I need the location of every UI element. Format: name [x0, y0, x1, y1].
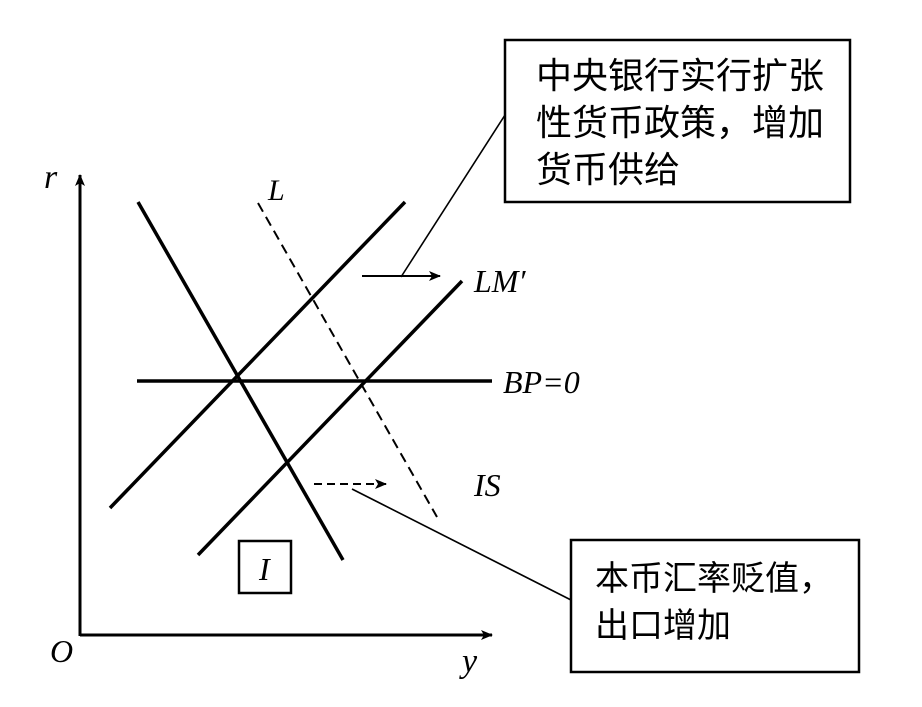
monetary-callout-text: 中央银行实行扩张 性货币政策，增加 货币供给: [536, 56, 835, 191]
monetary-callout-line-1: 中央银行实行扩张: [536, 56, 824, 97]
x-axis-label: y: [459, 643, 478, 680]
monetary-callout-line-3: 货币供给: [536, 150, 680, 191]
exchange-callout-box: [569, 538, 861, 674]
region-box-label: I: [258, 551, 271, 587]
bp-label: BP=0: [503, 364, 580, 400]
y-axis-label: r: [44, 159, 58, 196]
lm-curve: [108, 200, 407, 510]
is-label: IS: [473, 467, 501, 503]
exchange-callout-line-2: 出口增加: [595, 606, 731, 646]
monetary-callout-pointer: [400, 114, 506, 278]
region-box: [237, 539, 293, 595]
monetary-callout-box: [503, 38, 852, 204]
lm-prime-curve: [196, 279, 464, 557]
exchange-callout-text: 本币汇率贬值， 出口增加: [595, 559, 844, 646]
origin-label: O: [50, 633, 73, 669]
exchange-callout-line-1: 本币汇率贬值，: [595, 559, 833, 599]
monetary-callout-line-2: 性货币政策，增加: [536, 103, 824, 144]
l-label: L: [267, 174, 285, 207]
l-dashed-curve: [257, 202, 438, 518]
lm-prime-label: LM′: [473, 263, 526, 299]
exchange-callout-pointer: [351, 488, 572, 601]
